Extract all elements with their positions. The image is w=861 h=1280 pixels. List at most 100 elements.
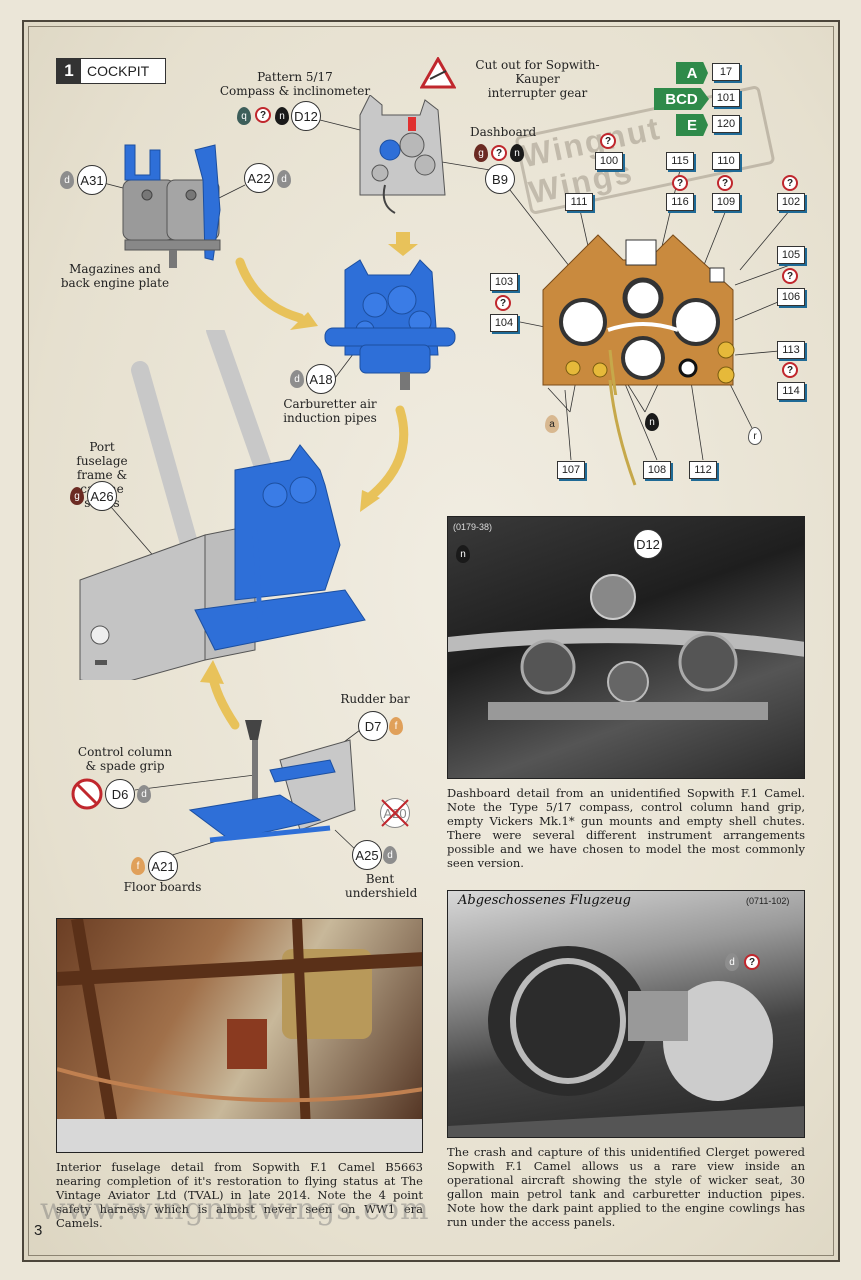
color-tag-e: E: [676, 114, 708, 136]
callout-111: 111: [565, 193, 593, 211]
dashboard-detail-part: [542, 234, 735, 395]
drop-d-a31: d: [60, 171, 74, 189]
callout-100: 100: [595, 152, 623, 170]
qmark-d12: ?: [255, 107, 271, 123]
photo-part-d12: D12: [633, 529, 663, 559]
no-glue-icon: [71, 778, 103, 810]
drop-n-dash: n: [645, 413, 659, 431]
dashboard-photo: (0179-38) n D12: [447, 516, 805, 779]
drop-f-d7: f: [389, 717, 403, 735]
qmark-106: ?: [782, 268, 798, 284]
section-number: 1: [57, 59, 81, 83]
leader-a22: [214, 184, 246, 201]
dashboard-photo-art: [448, 574, 804, 720]
interior-caption: Interior fuselage detail from Sopwith F.…: [56, 1160, 423, 1230]
color-tag-bcd-num: 101: [712, 89, 740, 107]
part-d12: D12: [291, 101, 321, 131]
qmark-116: ?: [672, 175, 688, 191]
callout-110: 110: [712, 152, 740, 170]
leader-r: [727, 379, 753, 429]
part-a21: A21: [148, 851, 178, 881]
floor-assembly-part: [188, 720, 356, 843]
label-rudder-bar: Rudder bar: [340, 692, 410, 706]
color-tag-e-num: 120: [712, 115, 740, 133]
leader-102: [739, 209, 791, 271]
leader-d6: [134, 774, 256, 791]
drop-g-a26: g: [70, 487, 84, 505]
interior-photo-art: [57, 919, 422, 1152]
callout-115: 115: [666, 152, 694, 170]
drop-d-a18: d: [290, 370, 304, 388]
callout-113: 113: [777, 341, 805, 359]
callout-107: 107: [557, 461, 585, 479]
color-tag-a: A: [676, 62, 708, 84]
callout-109: 109: [712, 193, 740, 211]
qmark-b9: ?: [491, 145, 507, 161]
down-arrow: [388, 232, 418, 256]
callout-102: 102: [777, 193, 805, 211]
label-carburetter: Carburetter air induction pipes: [283, 397, 377, 425]
label-cutout: Cut out for Sopwith-Kauper interrupter g…: [475, 58, 600, 100]
label-magazines: Magazines and back engine plate: [60, 262, 170, 290]
part-a25: A25: [352, 840, 382, 870]
part-d6: D6: [105, 779, 135, 809]
site-watermark: www.wingnutwings.com: [40, 1192, 430, 1227]
cutout-warning-icon: [420, 57, 456, 89]
carburetter-part: [324, 259, 456, 390]
qmark-104: ?: [495, 295, 511, 311]
label-control-column: Control column & spade grip: [77, 745, 173, 773]
part-a22: A22: [244, 163, 274, 193]
callout-116: 116: [666, 193, 694, 211]
page-number: 3: [34, 1222, 43, 1239]
color-tag-a-num: 17: [712, 63, 740, 81]
dashboard-photo-id: (0179-38): [453, 522, 493, 532]
crash-photo-art: [448, 946, 804, 1137]
drop-d-a25: d: [383, 846, 397, 864]
label-floor-boards: Floor boards: [123, 880, 202, 894]
crash-photo-heading: Abgeschossenes Flugzeug: [458, 893, 631, 908]
crash-photo-id: (0711-102): [746, 896, 790, 906]
section-header: 1 COCKPIT: [56, 58, 166, 84]
section-title: COCKPIT: [87, 63, 150, 79]
part-a18: A18: [306, 364, 336, 394]
magazines-part: [122, 144, 221, 268]
drop-d-d6: d: [137, 785, 151, 803]
drop-f-a21: f: [131, 857, 145, 875]
label-bent-undershield: Bent undershield: [345, 872, 418, 900]
drop-n-d12: n: [275, 107, 289, 125]
drop-n-photo: n: [456, 545, 470, 563]
callout-104: 104: [490, 314, 518, 332]
arrowhead-3: [200, 660, 224, 684]
dashboard-caption: Dashboard detail from an unidentified So…: [447, 786, 805, 870]
fuselage-frame-part: [79, 330, 366, 680]
leader-107: [564, 389, 572, 461]
qmark-109: ?: [717, 175, 733, 191]
assembly-arrow-2: [365, 405, 409, 502]
callout-108: 108: [643, 461, 671, 479]
callout-103: 103: [490, 273, 518, 291]
callout-112: 112: [689, 461, 717, 479]
crash-photo: Abgeschossenes Flugzeug (0711-102) d ?: [447, 890, 805, 1138]
assembly-arrow-1: [235, 257, 305, 323]
arrowhead-1: [290, 312, 318, 330]
label-dashboard: Dashboard: [470, 125, 537, 139]
callout-114: 114: [777, 382, 805, 400]
label-pattern: Pattern 5/17 Compass & inclinometer: [219, 70, 371, 98]
drop-g-b9: g: [474, 144, 488, 162]
part-b9: B9: [485, 164, 515, 194]
leader-112: [689, 374, 704, 461]
part-d7: D7: [358, 711, 388, 741]
drop-n-b9: n: [510, 144, 524, 162]
qmark-114: ?: [782, 362, 798, 378]
arrowhead-2: [360, 490, 380, 512]
qmark-102: ?: [782, 175, 798, 191]
qmark-100: ?: [600, 133, 616, 149]
qmark-crash: ?: [744, 954, 760, 970]
unused-cross-icon: [381, 799, 409, 827]
drop-d-crash: d: [725, 953, 739, 971]
part-a26: A26: [87, 481, 117, 511]
callout-106: 106: [777, 288, 805, 306]
part-a31: A31: [77, 165, 107, 195]
leader-105: [734, 264, 791, 286]
interior-photo: [56, 918, 423, 1153]
